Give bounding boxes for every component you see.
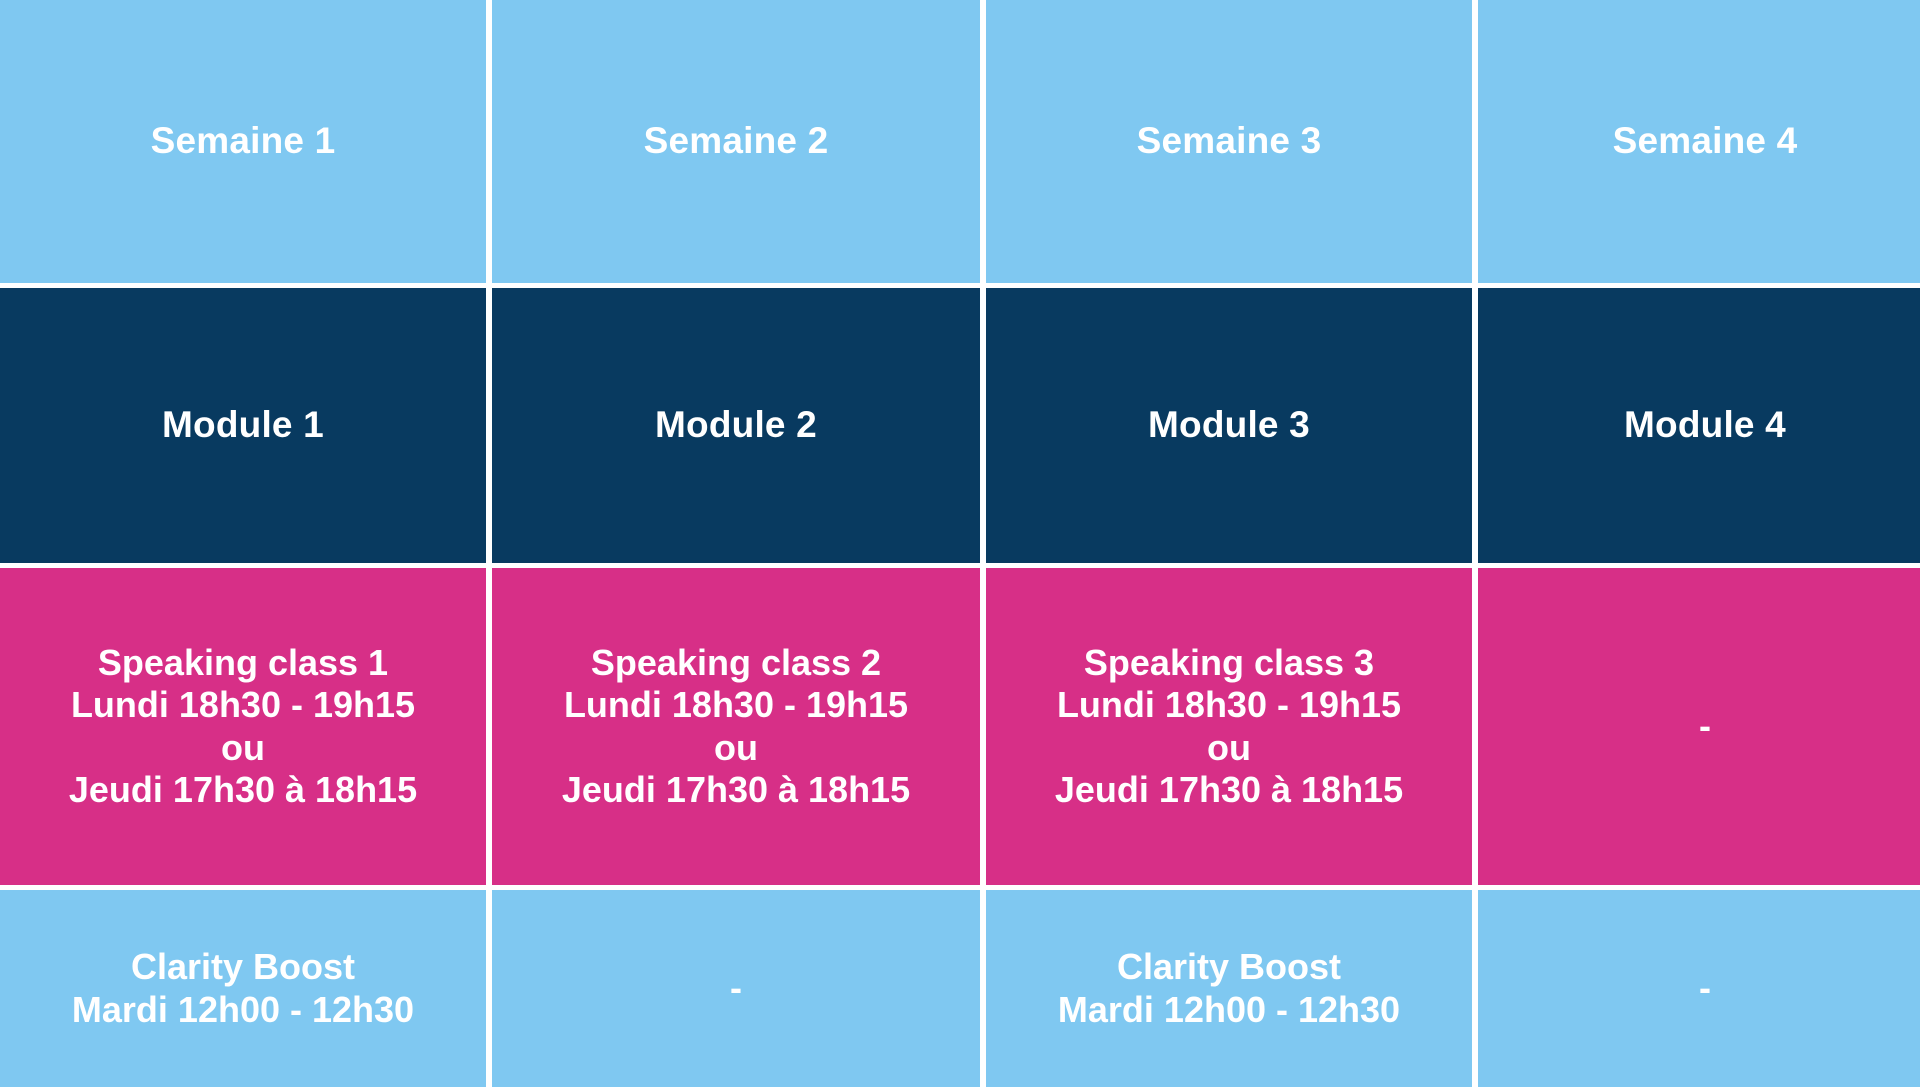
cell-clarity-boost-2: - xyxy=(492,890,980,1087)
clarity-boost-3-details: Clarity Boost Mardi 12h00 - 12h30 xyxy=(1057,946,1401,1030)
week-3-label: Semaine 3 xyxy=(1136,120,1322,162)
cell-week-4: Semaine 4 xyxy=(1478,0,1920,283)
cell-speaking-class-2: Speaking class 2 Lundi 18h30 - 19h15 ou … xyxy=(492,568,980,885)
speaking-class-4-details: - xyxy=(1699,705,1711,747)
speaking-class-1-details: Speaking class 1 Lundi 18h30 - 19h15 ou … xyxy=(68,641,418,810)
cell-clarity-boost-4: - xyxy=(1478,890,1920,1087)
cell-clarity-boost-1: Clarity Boost Mardi 12h00 - 12h30 xyxy=(0,890,486,1087)
week-1-label: Semaine 1 xyxy=(150,120,336,162)
clarity-boost-1-details: Clarity Boost Mardi 12h00 - 12h30 xyxy=(71,946,415,1030)
cell-module-3: Module 3 xyxy=(986,288,1472,563)
cell-module-2: Module 2 xyxy=(492,288,980,563)
cell-week-3: Semaine 3 xyxy=(986,0,1472,283)
module-1-label: Module 1 xyxy=(162,404,324,446)
clarity-boost-2-details: - xyxy=(730,967,742,1009)
week-4-label: Semaine 4 xyxy=(1612,120,1798,162)
speaking-class-2-details: Speaking class 2 Lundi 18h30 - 19h15 ou … xyxy=(561,641,911,810)
module-2-label: Module 2 xyxy=(655,404,817,446)
cell-speaking-class-4: - xyxy=(1478,568,1920,885)
cell-speaking-class-1: Speaking class 1 Lundi 18h30 - 19h15 ou … xyxy=(0,568,486,885)
module-3-label: Module 3 xyxy=(1148,404,1310,446)
speaking-class-3-details: Speaking class 3 Lundi 18h30 - 19h15 ou … xyxy=(1054,641,1404,810)
week-2-label: Semaine 2 xyxy=(643,120,829,162)
cell-clarity-boost-3: Clarity Boost Mardi 12h00 - 12h30 xyxy=(986,890,1472,1087)
module-4-label: Module 4 xyxy=(1624,404,1786,446)
cell-week-1: Semaine 1 xyxy=(0,0,486,283)
cell-week-2: Semaine 2 xyxy=(492,0,980,283)
cell-module-1: Module 1 xyxy=(0,288,486,563)
cell-module-4: Module 4 xyxy=(1478,288,1920,563)
cell-speaking-class-3: Speaking class 3 Lundi 18h30 - 19h15 ou … xyxy=(986,568,1472,885)
clarity-boost-4-details: - xyxy=(1699,967,1711,1009)
